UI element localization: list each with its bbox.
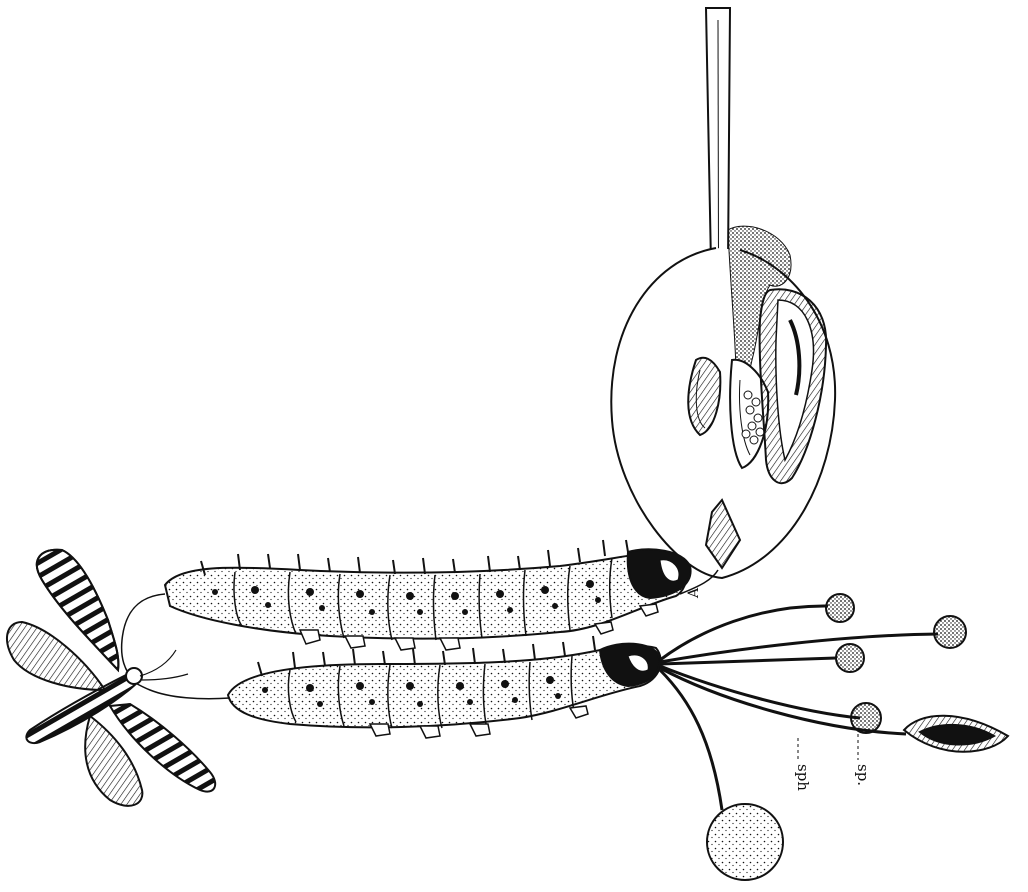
larva-upper-drawing xyxy=(165,540,691,650)
larva-lower-drawing xyxy=(228,636,661,738)
seed-pod-drawing xyxy=(611,8,835,578)
label-sp: sp. xyxy=(854,764,872,786)
label-leaders xyxy=(798,734,858,760)
label-sph: sph xyxy=(794,764,812,791)
